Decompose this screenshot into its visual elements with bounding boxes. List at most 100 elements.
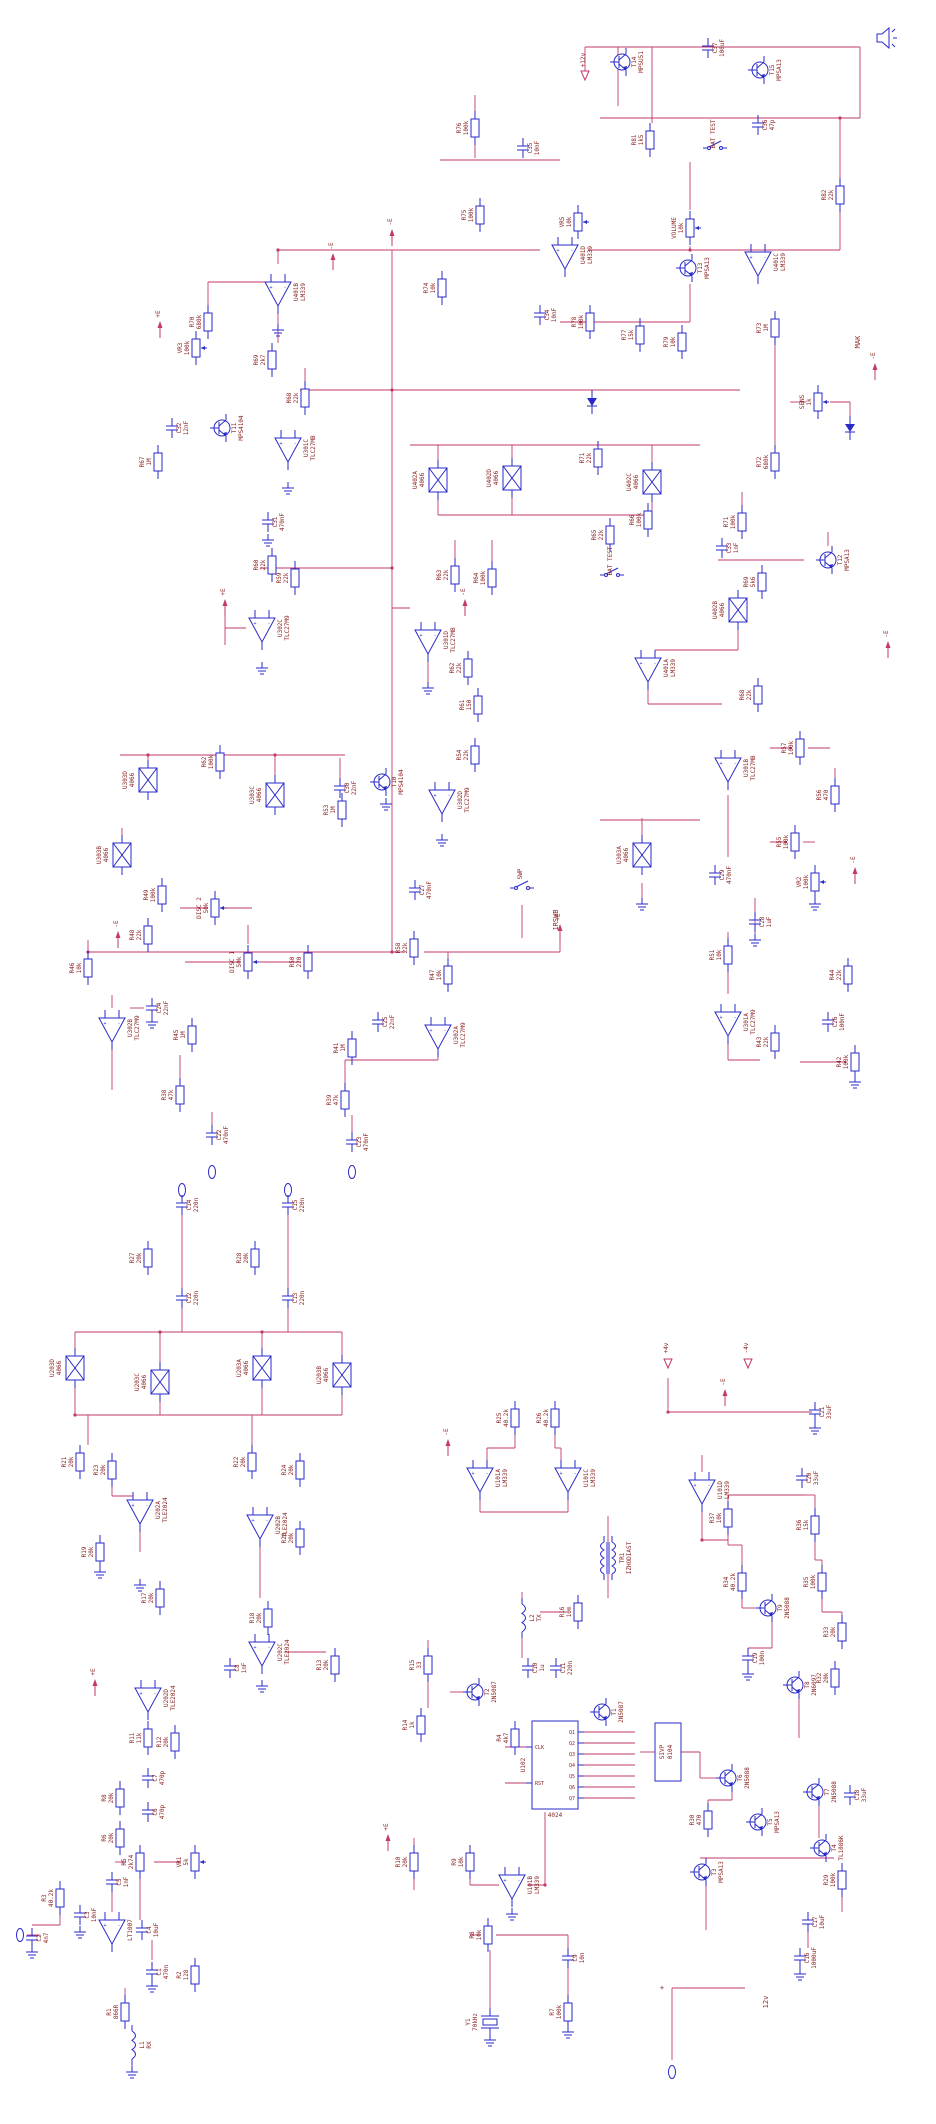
svg-text:220n: 220n xyxy=(193,1290,200,1305)
ground-icon xyxy=(272,324,284,337)
ground-icon xyxy=(26,1946,38,1959)
svg-text:C1: C1 xyxy=(156,1968,163,1976)
svg-text:1M: 1M xyxy=(763,324,770,332)
svg-text:U302C: U302C xyxy=(277,619,284,637)
svg-text:10n: 10n xyxy=(579,1952,586,1963)
svg-text:U302B: U302B xyxy=(127,1019,134,1037)
svg-text:U301D: U301D xyxy=(443,631,450,649)
svg-text:10k: 10k xyxy=(670,336,677,347)
svg-text:R35: R35 xyxy=(803,1576,810,1587)
svg-text:5k: 5k xyxy=(183,1858,190,1866)
svg-text:MPSA13: MPSA13 xyxy=(844,549,851,571)
svg-text:TLC27M9: TLC27M9 xyxy=(750,1009,757,1035)
svg-text:-: - xyxy=(293,441,296,447)
svg-text:1nF: 1nF xyxy=(123,1876,130,1887)
svg-text:BAT TEST: BAT TEST xyxy=(710,119,717,148)
svg-text:47p: 47p xyxy=(769,119,776,130)
svg-text:C16: C16 xyxy=(804,1952,811,1963)
svg-text:10k: 10k xyxy=(716,949,723,960)
svg-text:VR2: VR2 xyxy=(796,876,803,887)
svg-text:MPSA13: MPSA13 xyxy=(718,1861,725,1883)
svg-text:40.2k: 40.2k xyxy=(503,1409,510,1427)
svg-text:-E: -E xyxy=(883,630,890,638)
svg-text:C17: C17 xyxy=(812,1916,819,1927)
junction-dot xyxy=(276,248,280,252)
svg-text:R77: R77 xyxy=(621,329,628,340)
svg-text:100k: 100k xyxy=(184,340,191,355)
svg-text:1k: 1k xyxy=(409,1721,416,1729)
svg-text:1nF: 1nF xyxy=(733,542,740,553)
comp-diode xyxy=(587,390,597,414)
svg-text:MPSA13: MPSA13 xyxy=(774,1811,781,1833)
svg-text:-E: -E xyxy=(870,352,877,360)
svg-text:SIVP: SIVP xyxy=(659,1744,666,1759)
svg-text:MPSA13: MPSA13 xyxy=(704,257,711,279)
svg-text:4066: 4066 xyxy=(256,787,263,802)
svg-text:4066: 4066 xyxy=(633,474,640,489)
svg-text:50k: 50k xyxy=(203,902,210,913)
svg-text:T9: T9 xyxy=(777,1604,784,1612)
svg-text:10k: 10k xyxy=(716,1512,723,1523)
svg-text:R33: R33 xyxy=(823,1626,830,1637)
svg-text:R22: R22 xyxy=(233,1456,240,1467)
svg-text:TL1086K: TL1086K xyxy=(838,1835,845,1861)
speaker-icon xyxy=(876,26,897,50)
svg-text:22k: 22k xyxy=(763,1036,770,1047)
svg-text:470: 470 xyxy=(823,789,830,800)
svg-text:50k: 50k xyxy=(236,956,243,967)
svg-text:C19: C19 xyxy=(752,1652,759,1663)
svg-text:11k: 11k xyxy=(136,1732,143,1743)
svg-text:C8: C8 xyxy=(234,1664,241,1672)
svg-text:-: - xyxy=(433,633,436,639)
svg-text:R14: R14 xyxy=(402,1719,409,1730)
svg-text:R13: R13 xyxy=(316,1659,323,1670)
svg-text:2N6097: 2N6097 xyxy=(811,1674,818,1696)
svg-text:100k: 100k xyxy=(468,207,475,222)
svg-text:T14: T14 xyxy=(631,56,638,67)
svg-text:10uF: 10uF xyxy=(153,1922,160,1937)
svg-text:C4: C4 xyxy=(146,1926,153,1934)
svg-text:R48: R48 xyxy=(129,929,136,940)
svg-text:100k: 100k xyxy=(636,512,643,527)
power-rail-arrow-icon: +E xyxy=(155,310,163,338)
svg-text:R82: R82 xyxy=(821,189,828,200)
svg-text:RST: RST xyxy=(535,1781,544,1787)
svg-text:20k: 20k xyxy=(163,1736,170,1747)
junction-dot xyxy=(688,248,692,252)
svg-text:12v: 12v xyxy=(762,1996,770,2009)
svg-text:R66: R66 xyxy=(629,514,636,525)
svg-text:T6: T6 xyxy=(737,1774,744,1782)
svg-text:1M: 1M xyxy=(146,458,153,466)
svg-text:+: + xyxy=(503,1878,506,1884)
svg-text:1RSWB: 1RSWB xyxy=(552,909,560,930)
svg-text:U402A: U402A xyxy=(412,471,419,489)
svg-text:C12: C12 xyxy=(186,1292,193,1303)
